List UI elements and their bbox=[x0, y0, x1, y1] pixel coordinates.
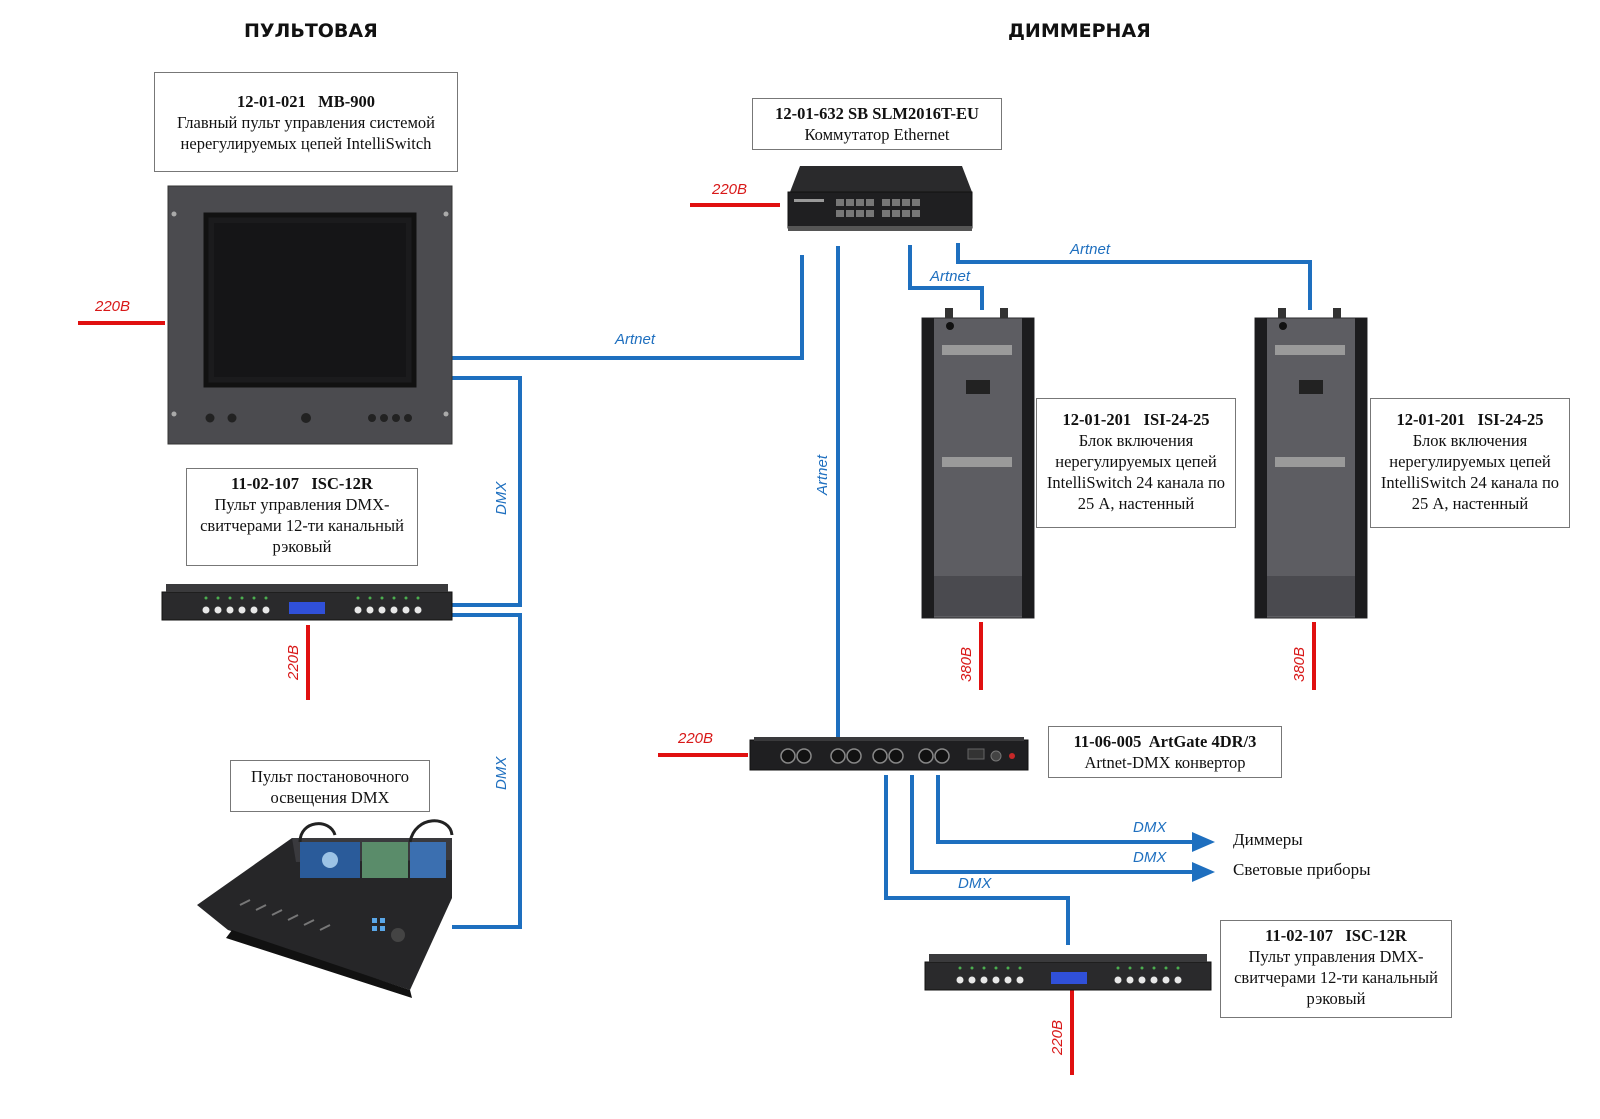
label-380-isi-2: 380В bbox=[1291, 647, 1308, 682]
output-dimmers: Диммеры bbox=[1233, 830, 1303, 849]
artnet-line-mb900-switch bbox=[452, 255, 804, 360]
line-labels: Artnet Artnet Artnet Artnet DMX DMX DMX … bbox=[94, 181, 1308, 1056]
label-dmx-left-1: DMX bbox=[493, 481, 510, 515]
isc-right-image bbox=[924, 954, 1212, 991]
caption-artgate-code: 11-06-005 ArtGate 4DR/3 bbox=[1073, 732, 1257, 751]
dmx-line-mb900-isc bbox=[452, 376, 522, 607]
label-artnet-3: Artnet bbox=[929, 268, 971, 285]
caption-switch-code: 12-01-632 SB SLM2016T-EU bbox=[775, 104, 979, 123]
label-dmx-isc-right: DMX bbox=[958, 875, 992, 892]
caption-mb900: 12-01-021 MB-900 Главный пульт управлени… bbox=[154, 72, 458, 172]
label-220-isc-left: 220В bbox=[285, 645, 302, 681]
label-artnet-vertical: Artnet bbox=[814, 454, 831, 496]
dmx-line-dimmers bbox=[936, 775, 1200, 844]
caption-isc-left-desc: Пульт управления DMX-свитчерами 12-ти ка… bbox=[200, 495, 404, 556]
lighting-console-image bbox=[197, 819, 454, 998]
mb900-panel-image bbox=[167, 185, 453, 445]
caption-isi-2-code: 12-01-201 ISI-24-25 bbox=[1396, 410, 1544, 429]
caption-isi-2-desc: Блок включения нерегулируемых цепей Inte… bbox=[1380, 431, 1560, 513]
label-dmx-fixtures: DMX bbox=[1133, 849, 1167, 866]
caption-isc-left: 11-02-107 ISC-12R Пульт управления DMX-с… bbox=[186, 468, 418, 566]
signal-lines bbox=[452, 243, 1312, 945]
room-title-dimmer: ДИММЕРНАЯ bbox=[1008, 20, 1151, 42]
label-dmx-left-2: DMX bbox=[493, 756, 510, 790]
isi-1-image bbox=[921, 308, 1035, 619]
power-lines bbox=[78, 203, 1316, 1075]
caption-switch: 12-01-632 SB SLM2016T-EU Коммутатор Ethe… bbox=[752, 98, 1002, 150]
label-artnet-1: Artnet bbox=[614, 331, 656, 348]
caption-artgate: 11-06-005 ArtGate 4DR/3 Artnet-DMX конве… bbox=[1048, 726, 1282, 778]
dmx-line-fixtures bbox=[910, 775, 1200, 874]
dmx-line-isc-right bbox=[884, 775, 1070, 945]
caption-isc-right-desc: Пульт управления DMX-свитчерами 12-ти ка… bbox=[1234, 947, 1438, 1008]
caption-isc-right: 11-02-107 ISC-12R Пульт управления DMX-с… bbox=[1220, 920, 1452, 1018]
label-220-isc-right: 220В bbox=[1049, 1020, 1066, 1056]
caption-artgate-desc: Artnet-DMX конвертор bbox=[1084, 753, 1246, 772]
caption-switch-desc: Коммутатор Ethernet bbox=[804, 125, 950, 144]
caption-console-desc: Пульт постановочного освещения DMX bbox=[250, 767, 410, 807]
caption-isi-1-desc: Блок включения нерегулируемых цепей Inte… bbox=[1046, 431, 1226, 513]
isi-2-image bbox=[1254, 308, 1368, 619]
output-fixtures: Световые приборы bbox=[1233, 860, 1371, 879]
caption-isi-1: 12-01-201 ISI-24-25 Блок включения нерег… bbox=[1036, 398, 1236, 528]
dmx-line-isc-console bbox=[452, 613, 522, 929]
caption-mb900-desc: Главный пульт управления системой нерегу… bbox=[176, 113, 436, 153]
label-220-mb900: 220В bbox=[94, 298, 130, 315]
caption-isi-2: 12-01-201 ISI-24-25 Блок включения нерег… bbox=[1370, 398, 1570, 528]
label-220-artgate: 220В bbox=[677, 730, 713, 747]
isc-left-image bbox=[161, 584, 453, 621]
ethernet-switch-image bbox=[787, 166, 973, 231]
label-dmx-dimmers: DMX bbox=[1133, 819, 1167, 836]
arrow-head-fixtures bbox=[1192, 862, 1215, 882]
caption-console: Пульт постановочного освещения DMX bbox=[230, 760, 430, 812]
label-artnet-2: Artnet bbox=[1069, 241, 1111, 258]
caption-isi-1-code: 12-01-201 ISI-24-25 bbox=[1062, 410, 1210, 429]
artnet-line-switch-isi-2 bbox=[956, 243, 1312, 310]
room-title-control: ПУЛЬТОВАЯ bbox=[244, 20, 378, 42]
label-220-switch: 220В bbox=[711, 181, 747, 198]
artgate-image bbox=[749, 737, 1029, 771]
artnet-line-switch-isi-1 bbox=[908, 245, 984, 310]
caption-mb900-code: 12-01-021 MB-900 bbox=[237, 92, 375, 111]
caption-isc-right-code: 11-02-107 ISC-12R bbox=[1265, 926, 1407, 945]
caption-isc-left-code: 11-02-107 ISC-12R bbox=[231, 474, 373, 493]
arrow-head-dimmers bbox=[1192, 832, 1215, 852]
label-380-isi-1: 380В bbox=[958, 647, 975, 682]
